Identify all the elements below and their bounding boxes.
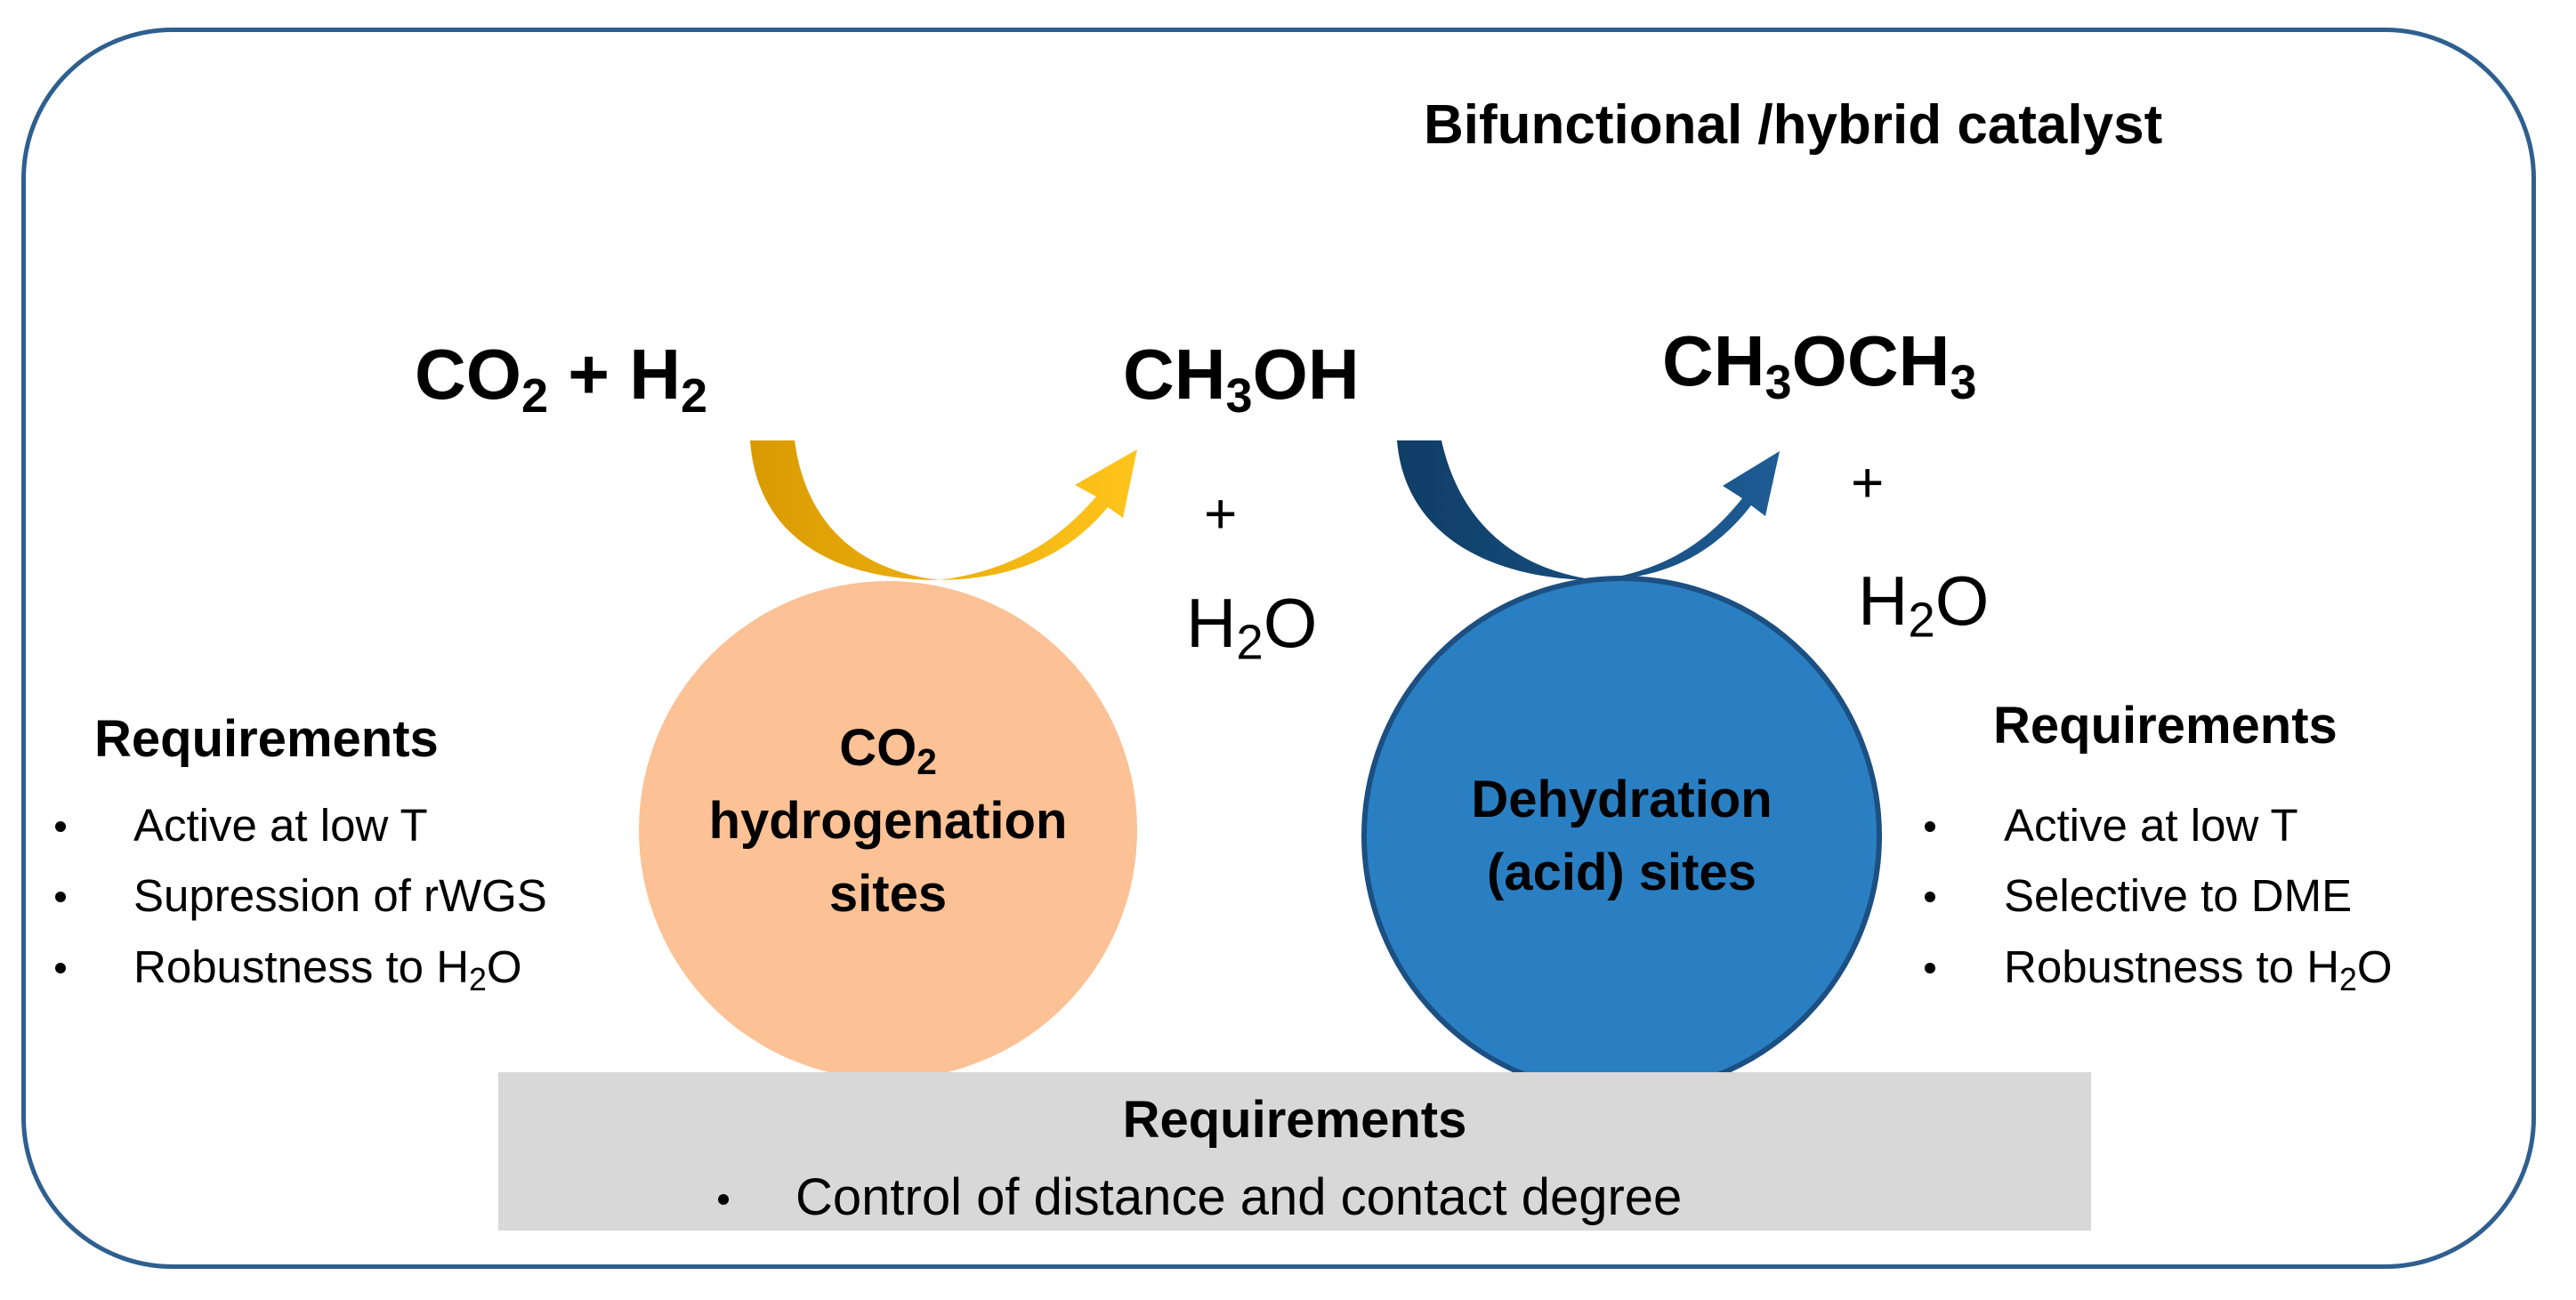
water-1-o: O <box>1263 584 1318 662</box>
bottom-requirement-item: Control of distance and contact degree <box>795 1168 1683 1226</box>
right-requirement-1: Active at low T <box>2004 800 2298 851</box>
hydrogenation-arrow <box>750 440 1137 580</box>
left-requirements-heading: Requirements <box>94 710 439 768</box>
water-formula-1: H2O <box>1186 583 1318 666</box>
right-requirement-3: Robustness to H2O <box>2004 941 2393 996</box>
left-bullet-2 <box>55 892 66 902</box>
site-a-co: CO <box>839 719 917 777</box>
left-bullet-1 <box>55 821 66 832</box>
dehydration-site-label: Dehydration (acid) sites <box>1361 763 1882 909</box>
right-req-3-sub: 2 <box>2339 961 2357 997</box>
right-bullet-2 <box>1925 892 1935 902</box>
right-bullet-3 <box>1925 963 1935 973</box>
left-bullet-3 <box>55 963 66 973</box>
left-requirement-2: Supression of rWGS <box>133 870 547 921</box>
site-a-sub: 2 <box>917 741 937 783</box>
water-2-sub: 2 <box>1908 593 1935 648</box>
left-req-3-tail: O <box>486 941 522 992</box>
right-req-3-tail: O <box>2356 941 2393 992</box>
bottom-requirements-box <box>498 1072 2091 1231</box>
left-requirement-1: Active at low T <box>133 800 428 851</box>
methanol-formula: CH3OH <box>1123 334 1360 420</box>
plus-h-text: + H <box>548 335 681 414</box>
left-req-3-sub: 2 <box>469 961 487 997</box>
dme-formula: CH3OCH3 <box>1662 320 1976 407</box>
plus-sign-2: + <box>1851 450 1885 514</box>
methanol-ch: CH <box>1123 335 1226 414</box>
left-req-3-text: Robustness to H <box>133 941 470 992</box>
left-requirement-3: Robustness to H2O <box>133 941 522 996</box>
bottom-requirements-heading: Requirements <box>1122 1091 1467 1149</box>
reactants-formula: CO2 + H2 <box>415 334 707 420</box>
dme-sub3-a: 3 <box>1764 356 1792 410</box>
h2-subscript: 2 <box>681 369 708 424</box>
diagram-title: Bifunctional /hybrid catalyst <box>1424 94 2163 156</box>
dehydration-arrow <box>1397 440 1780 580</box>
water-formula-2: H2O <box>1858 561 1990 644</box>
dehydration-site-circle <box>1361 576 1882 1096</box>
site-a-line1: CO2 <box>639 712 1137 785</box>
hydrogenation-site-circle <box>639 581 1137 1079</box>
plus-sign-1: + <box>1204 481 1238 545</box>
methanol-oh: OH <box>1252 335 1360 414</box>
site-a-line3: sites <box>828 865 948 923</box>
dme-och: OCH <box>1791 321 1950 400</box>
site-a-line2: hydrogenation <box>708 792 1068 850</box>
water-2-h: H <box>1858 561 1909 640</box>
co-text: CO <box>415 335 521 414</box>
dme-ch-a: CH <box>1662 321 1765 400</box>
right-bullet-1 <box>1925 821 1935 832</box>
water-2-o: O <box>1934 561 1990 640</box>
site-b-line1: Dehydration <box>1471 771 1773 828</box>
water-1-h: H <box>1186 584 1237 662</box>
co2-subscript: 2 <box>521 369 549 424</box>
right-requirement-2: Selective to DME <box>2004 870 2353 921</box>
methanol-sub3: 3 <box>1225 369 1253 424</box>
water-1-sub: 2 <box>1236 615 1264 670</box>
dme-sub3-b: 3 <box>1950 356 1977 410</box>
right-req-3-text: Robustness to H <box>2004 941 2340 992</box>
site-b-line2: (acid) sites <box>1487 844 1756 901</box>
hydrogenation-site-label: CO2 hydrogenation sites <box>639 712 1137 931</box>
right-requirements-heading: Requirements <box>1993 697 2338 755</box>
outer-frame <box>21 28 2536 1269</box>
bottom-bullet <box>718 1194 729 1205</box>
